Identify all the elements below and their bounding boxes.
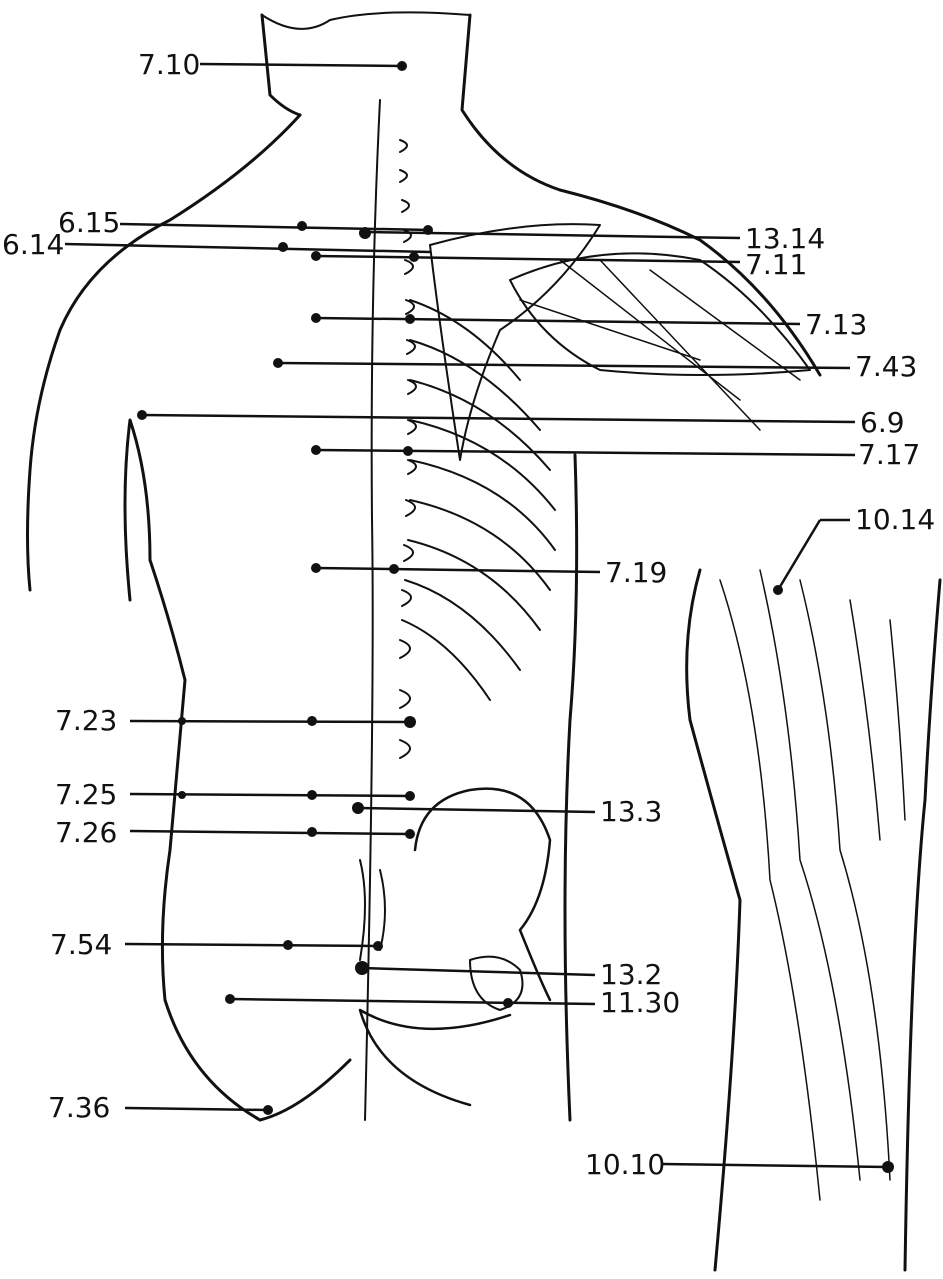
ribs — [402, 300, 555, 700]
label-7-26: 7.26 — [55, 818, 117, 848]
point-7-17b — [403, 446, 413, 456]
point-7-54 — [283, 940, 293, 950]
point-6-9 — [137, 410, 147, 420]
point-7-36 — [263, 1105, 273, 1115]
label-7-54: 7.54 — [50, 930, 112, 960]
point-7-11 — [311, 251, 321, 261]
leader-7-43 — [278, 363, 850, 368]
label-7-25: 7.25 — [55, 780, 117, 810]
point-7-17 — [311, 445, 321, 455]
point-7-25c — [178, 791, 186, 799]
leader-10-14 — [778, 520, 820, 590]
label-6-15: 6.15 — [58, 208, 120, 238]
left-shoulder-outline — [28, 115, 301, 590]
point-7-23c — [178, 717, 186, 725]
label-6-14: 6.14 — [2, 230, 64, 260]
label-7-13: 7.13 — [805, 310, 867, 340]
point-7-19 — [311, 563, 321, 573]
label-11-30: 11.30 — [600, 988, 680, 1018]
leader-7-10 — [200, 64, 402, 66]
point-7-19b — [389, 564, 399, 574]
label-7-19: 7.19 — [605, 558, 667, 588]
leader-7-17 — [316, 450, 855, 455]
buttock-crease — [260, 1060, 350, 1120]
point-10-10 — [882, 1161, 894, 1173]
label-6-9: 6.9 — [860, 408, 905, 438]
point-7-25 — [307, 790, 317, 800]
leader-7-23 — [130, 721, 410, 722]
label-7-23: 7.23 — [55, 706, 117, 736]
point-7-23b — [404, 716, 416, 728]
point-7-23 — [307, 716, 317, 726]
point-7-11b — [409, 252, 419, 262]
point-7-26b — [405, 829, 415, 839]
point-7-10 — [397, 61, 407, 71]
left-arm-outline — [125, 420, 150, 600]
arm-muscles — [720, 570, 905, 1200]
label-7-17: 7.17 — [858, 440, 920, 470]
left-torso-outline — [150, 560, 260, 1120]
neck-outline — [262, 15, 560, 190]
label-13-3: 13.3 — [600, 797, 662, 827]
point-7-25b — [405, 791, 415, 801]
arm-outline-right — [905, 580, 940, 1270]
leader-7-19 — [316, 568, 600, 572]
point-10-14 — [773, 585, 783, 595]
point-6-14 — [278, 242, 288, 252]
label-7-43: 7.43 — [855, 352, 917, 382]
label-7-36: 7.36 — [48, 1093, 110, 1123]
leader-10-10 — [662, 1164, 888, 1167]
leader-7-13 — [316, 318, 800, 324]
point-7-13 — [311, 313, 321, 323]
point-13-2 — [355, 961, 369, 975]
leader-13-3 — [358, 808, 595, 812]
point-7-43 — [273, 358, 283, 368]
leader-11-30 — [230, 999, 595, 1004]
right-shoulder-outline — [560, 190, 820, 375]
point-11-30b — [503, 998, 513, 1008]
right-torso-outline — [565, 455, 577, 1120]
hair-outline — [262, 12, 470, 28]
leader-6-15 — [120, 224, 430, 230]
label-7-11: 7.11 — [745, 250, 807, 280]
point-7-26 — [307, 827, 317, 837]
leader-7-36 — [125, 1108, 268, 1110]
point-13-14 — [359, 227, 371, 239]
point-13-3 — [352, 802, 364, 814]
point-6-15a — [297, 221, 307, 231]
point-7-13b — [405, 314, 415, 324]
label-10-14: 10.14 — [855, 505, 935, 535]
label-7-10: 7.10 — [138, 50, 200, 80]
pelvis — [360, 789, 550, 1105]
leader-13-2 — [362, 968, 595, 975]
point-6-15b — [423, 225, 433, 235]
label-10-10: 10.10 — [585, 1150, 665, 1180]
point-11-30 — [225, 994, 235, 1004]
leader-7-25 — [130, 794, 410, 796]
point-7-54b — [373, 941, 383, 951]
